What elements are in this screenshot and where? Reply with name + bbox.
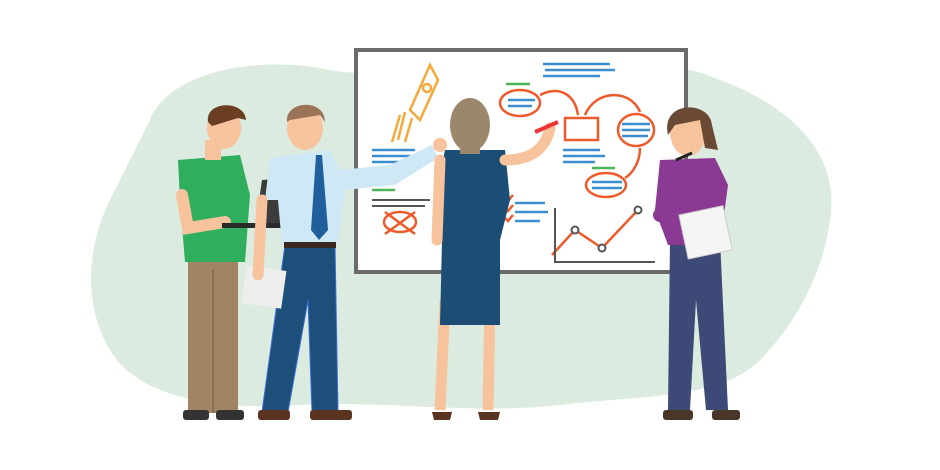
- man-shirt-tie: [241, 104, 447, 420]
- chart-drawing: [372, 199, 655, 263]
- woman-blue-dress: [431, 98, 559, 420]
- green-marks: [372, 82, 615, 192]
- rocket-drawing: [390, 62, 440, 143]
- blue-text-lines: [372, 62, 650, 223]
- orange-diagram: [382, 88, 656, 256]
- man-green-shirt: [176, 105, 250, 420]
- woman-purple: [653, 107, 740, 420]
